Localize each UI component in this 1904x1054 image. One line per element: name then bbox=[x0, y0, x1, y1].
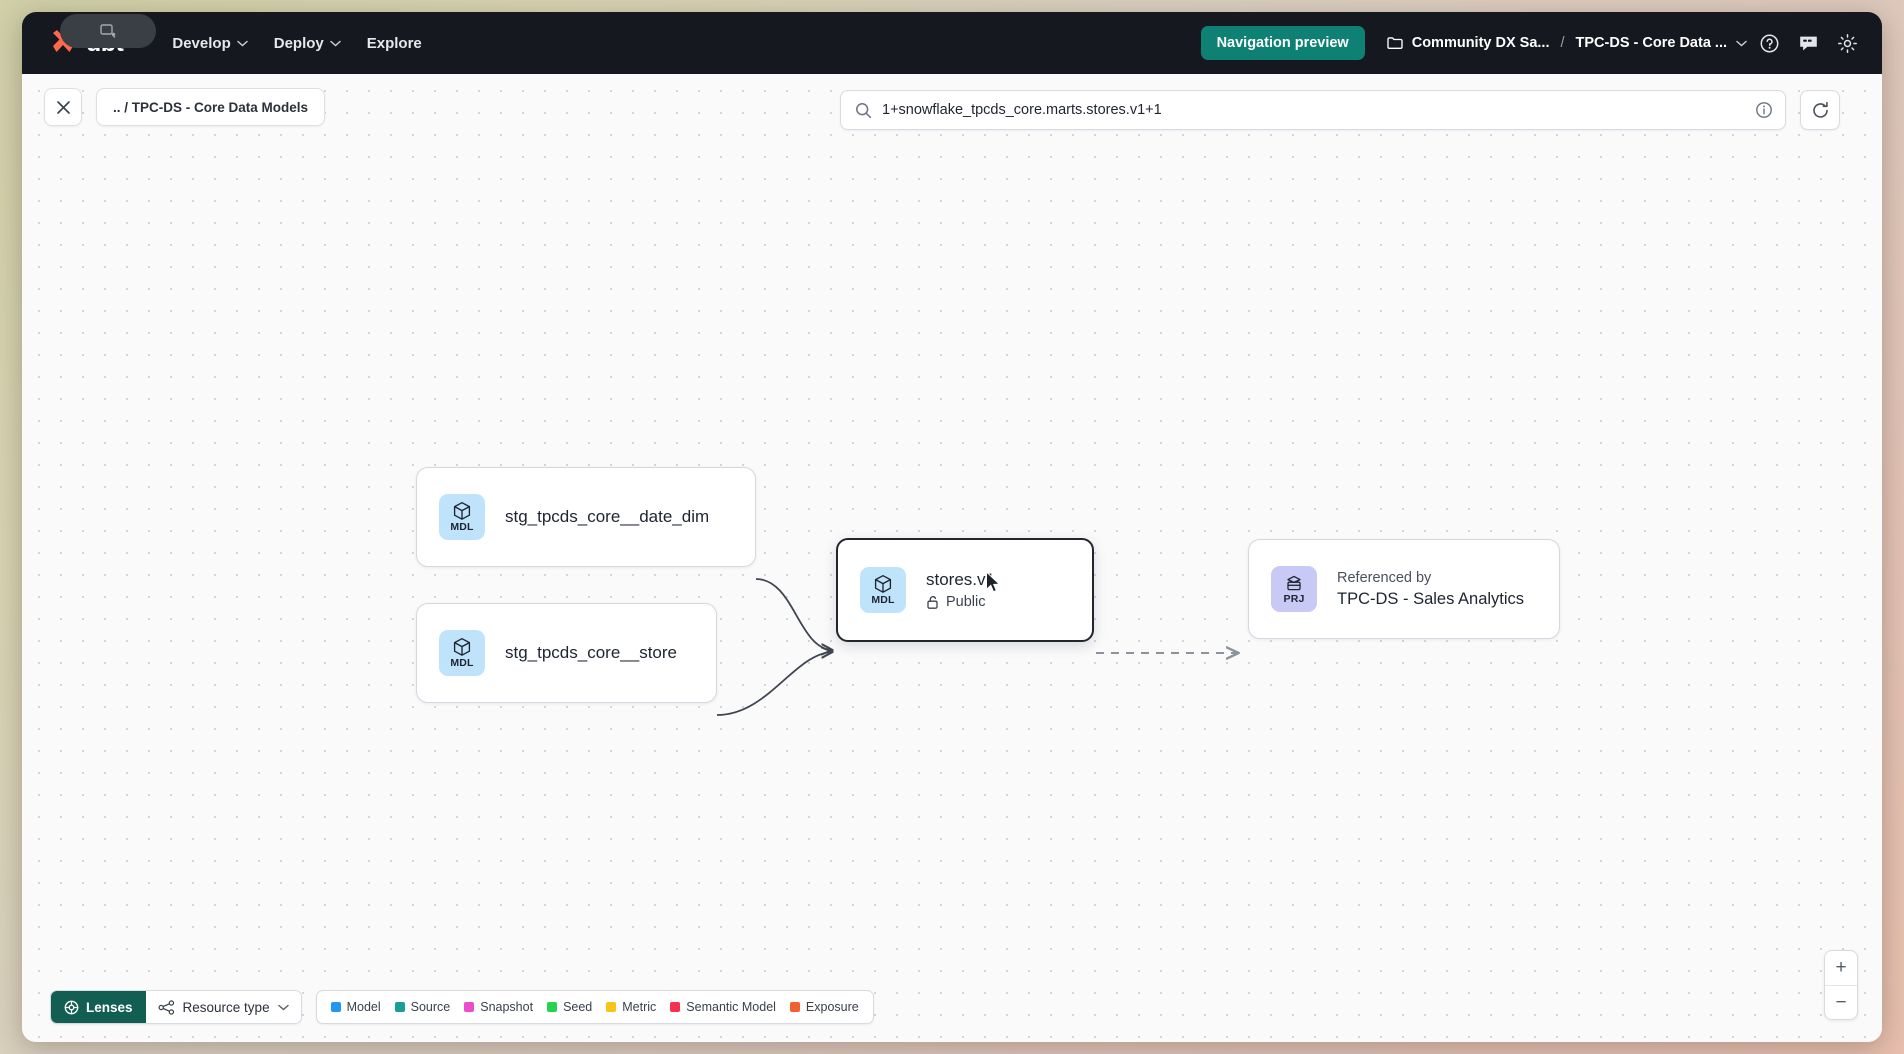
feedback-icon[interactable] bbox=[1791, 26, 1825, 60]
info-icon[interactable] bbox=[1755, 101, 1773, 119]
nodes-icon bbox=[158, 999, 174, 1015]
resource-type-legend: Model Source Snapshot Seed Metric Semant… bbox=[315, 990, 874, 1024]
nav-item-explore[interactable]: Explore bbox=[354, 27, 435, 60]
nav-item-deploy[interactable]: Deploy bbox=[261, 27, 354, 60]
cube-icon bbox=[453, 502, 471, 521]
legend-swatch-source bbox=[394, 1002, 405, 1012]
nav-item-deploy-label: Deploy bbox=[273, 34, 324, 52]
legend-swatch-semantic-model bbox=[670, 1002, 681, 1012]
node-badge-label: MDL bbox=[450, 657, 474, 670]
legend-item-semantic-model: Semantic Model bbox=[670, 1000, 776, 1014]
folder-icon bbox=[1387, 37, 1403, 49]
legend-label-seed: Seed bbox=[563, 1000, 593, 1014]
node-content: Referenced by TPC-DS - Sales Analytics bbox=[1337, 569, 1524, 608]
legend-label-model: Model bbox=[346, 1000, 381, 1014]
lineage-search-box[interactable] bbox=[840, 90, 1786, 130]
node-access-row: Public bbox=[926, 594, 995, 610]
account-project-breadcrumb: Community DX Sa... / TPC-DS - Core Data … bbox=[1387, 35, 1747, 51]
node-badge-label: MDL bbox=[871, 594, 895, 607]
lenses-button-label: Lenses bbox=[86, 999, 133, 1015]
lineage-nodes: MDL stg_tpcds_core__date_dim MDL stg_tpc… bbox=[22, 74, 1882, 1042]
chevron-down-icon bbox=[277, 1004, 289, 1011]
legend-item-source: Source bbox=[394, 1000, 451, 1014]
legend-label-snapshot: Snapshot bbox=[480, 1000, 534, 1014]
breadcrumb-project[interactable]: TPC-DS - Core Data ... bbox=[1575, 35, 1727, 51]
project-stack-icon bbox=[1287, 576, 1301, 591]
unlock-icon bbox=[927, 595, 938, 609]
close-icon bbox=[56, 100, 70, 114]
edge-store-to-stores bbox=[716, 652, 832, 716]
node-title: stores.v1 bbox=[926, 570, 995, 589]
navigation-preview-badge[interactable]: Navigation preview bbox=[1200, 26, 1365, 60]
node-content: stg_tpcds_core__store bbox=[505, 643, 677, 663]
lineage-edges bbox=[716, 578, 1882, 716]
graph-node-stores-v1[interactable]: MDL stores.v1 Public bbox=[836, 538, 1094, 642]
legend-item-snapshot: Snapshot bbox=[464, 1000, 533, 1014]
node-content: stg_tpcds_core__date_dim bbox=[505, 507, 709, 527]
lineage-bottom-toolbar: Lenses Resource type Model bbox=[50, 990, 874, 1024]
cube-icon bbox=[453, 638, 471, 657]
node-type-badge-mdl: MDL bbox=[439, 494, 485, 540]
node-type-badge-prj: PRJ bbox=[1271, 566, 1317, 612]
help-circle-icon[interactable] bbox=[1752, 26, 1786, 60]
lineage-canvas[interactable]: MDL stg_tpcds_core__date_dim MDL stg_tpc… bbox=[22, 74, 1882, 1042]
dbt-explore-window: dbt Develop Deploy Explore Navigation pr… bbox=[22, 12, 1882, 1042]
chevron-down-icon bbox=[236, 40, 248, 47]
refresh-button[interactable] bbox=[1800, 90, 1840, 130]
lens-icon bbox=[64, 1000, 79, 1014]
legend-label-source: Source bbox=[410, 1000, 451, 1014]
node-project-name: TPC-DS - Sales Analytics bbox=[1337, 589, 1525, 608]
graph-node-stg-tpcds-core-store[interactable]: MDL stg_tpcds_core__store bbox=[416, 603, 717, 703]
node-badge-label: MDL bbox=[450, 521, 474, 534]
search-icon bbox=[856, 102, 872, 118]
nav-item-develop-label: Develop bbox=[172, 34, 231, 52]
breadcrumb-separator: / bbox=[1560, 35, 1565, 51]
lenses-button[interactable]: Lenses bbox=[51, 991, 146, 1023]
node-access-label: Public bbox=[946, 594, 986, 610]
legend-swatch-snapshot bbox=[464, 1002, 475, 1012]
node-content: stores.v1 Public bbox=[926, 570, 995, 610]
zoom-out-button[interactable]: − bbox=[1825, 985, 1857, 1019]
graph-node-tpcds-sales-analytics-project[interactable]: PRJ Referenced by TPC-DS - Sales Analyti… bbox=[1248, 539, 1560, 639]
node-type-badge-mdl: MDL bbox=[860, 567, 906, 613]
zoom-in-button[interactable]: + bbox=[1835, 957, 1847, 978]
legend-swatch-seed bbox=[547, 1002, 558, 1012]
node-type-badge-mdl: MDL bbox=[439, 630, 485, 676]
legend-swatch-exposure bbox=[789, 1002, 800, 1012]
lineage-toolbar: .. / TPC-DS - Core Data Models bbox=[22, 74, 1882, 140]
node-title: stg_tpcds_core__date_dim bbox=[505, 507, 710, 526]
close-button[interactable] bbox=[44, 88, 82, 126]
zoom-controls: + − bbox=[1824, 950, 1858, 1020]
window-pill-icon bbox=[100, 24, 116, 38]
chevron-down-icon[interactable] bbox=[1736, 40, 1747, 47]
nav-item-explore-label: Explore bbox=[366, 34, 422, 52]
lens-control-group: Lenses Resource type bbox=[50, 990, 302, 1024]
search-input[interactable] bbox=[882, 102, 1745, 118]
lineage-search-area bbox=[840, 90, 1840, 130]
breadcrumb-account[interactable]: Community DX Sa... bbox=[1411, 35, 1550, 51]
legend-item-exposure: Exposure bbox=[789, 1000, 859, 1014]
legend-label-semantic-model: Semantic Model bbox=[686, 1000, 776, 1014]
legend-item-metric: Metric bbox=[606, 1000, 656, 1014]
legend-label-metric: Metric bbox=[622, 1000, 657, 1014]
window-overlay-pill[interactable] bbox=[60, 14, 156, 48]
legend-item-seed: Seed bbox=[547, 1000, 592, 1014]
legend-item-model: Model bbox=[330, 1000, 381, 1014]
legend-swatch-model bbox=[330, 1002, 341, 1012]
cube-icon bbox=[874, 575, 892, 594]
lineage-breadcrumb-chip[interactable]: .. / TPC-DS - Core Data Models bbox=[96, 88, 326, 126]
node-kicker-label: Referenced by bbox=[1337, 570, 1432, 587]
chevron-down-icon bbox=[330, 40, 341, 47]
node-badge-label: PRJ bbox=[1283, 593, 1305, 606]
nav-item-develop[interactable]: Develop bbox=[159, 27, 260, 60]
refresh-icon bbox=[1812, 101, 1828, 118]
graph-node-stg-tpcds-core-date-dim[interactable]: MDL stg_tpcds_core__date_dim bbox=[416, 467, 756, 567]
legend-swatch-metric bbox=[606, 1002, 617, 1012]
legend-label-exposure: Exposure bbox=[805, 1000, 859, 1014]
resource-type-label: Resource type bbox=[182, 999, 270, 1015]
resource-type-dropdown[interactable]: Resource type bbox=[145, 991, 301, 1023]
node-title: stg_tpcds_core__store bbox=[505, 643, 677, 662]
top-navigation-bar: dbt Develop Deploy Explore Navigation pr… bbox=[22, 12, 1882, 74]
gear-icon[interactable] bbox=[1830, 26, 1864, 60]
